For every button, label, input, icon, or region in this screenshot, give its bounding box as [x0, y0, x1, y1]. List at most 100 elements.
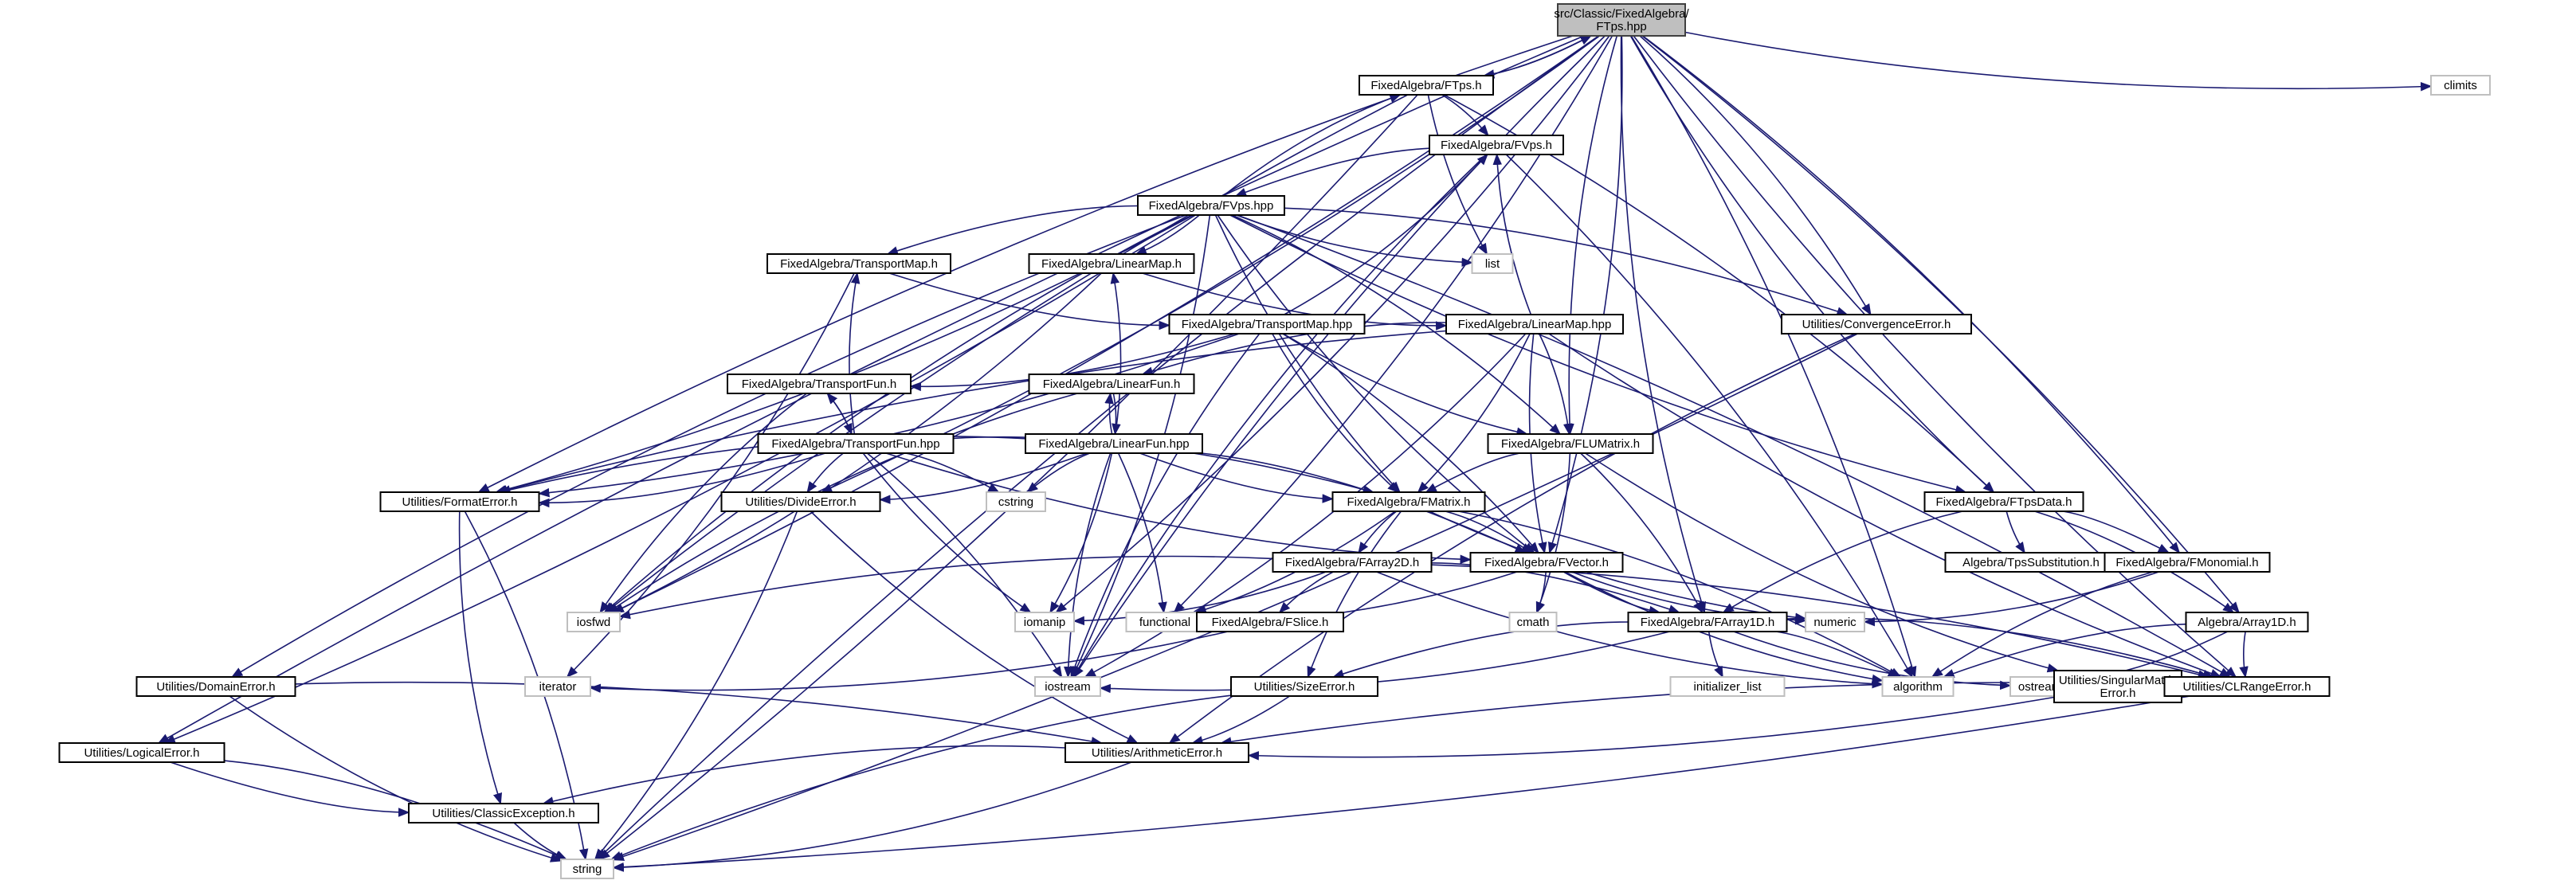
- edge-arith-to-classic: [542, 745, 1066, 806]
- edge-ftpsdata-to-farr1d: [1722, 511, 1963, 613]
- node-label: FixedAlgebra/TransportFun.hpp: [771, 437, 939, 451]
- edge-flu-to-cmath: [1535, 452, 1571, 614]
- node-lmap_h[interactable]: FixedAlgebra/LinearMap.h: [1028, 253, 1195, 274]
- edge-fmatrix-to-numeric: [1429, 511, 1807, 622]
- edge-root-to-fmono: [1642, 35, 2181, 554]
- edge-tfun_hpp-to-div: [806, 452, 844, 494]
- node-fvps_hpp[interactable]: FixedAlgebra/FVps.hpp: [1137, 195, 1285, 216]
- edge-ftps_h-to-root: [1484, 35, 1592, 76]
- node-label: Utilities/DomainError.h: [156, 680, 275, 694]
- node-label: cstring: [998, 495, 1033, 509]
- node-box: [1669, 676, 1786, 697]
- node-box: [1429, 135, 1564, 155]
- node-fmono[interactable]: FixedAlgebra/FMonomial.h: [2104, 552, 2271, 573]
- edge-root-to-functional: [1173, 35, 1613, 614]
- node-numeric[interactable]: numeric: [1805, 612, 1865, 632]
- node-iomanip[interactable]: iomanip: [1014, 612, 1075, 632]
- edge-arr1d-to-algorithm: [1943, 623, 2186, 678]
- node-box: [1557, 3, 1686, 37]
- node-box: [986, 491, 1046, 512]
- node-fmt[interactable]: Utilities/FormatError.h: [379, 491, 540, 512]
- node-string[interactable]: string: [560, 859, 614, 879]
- node-clrange[interactable]: Utilities/CLRangeError.h: [2163, 676, 2331, 697]
- node-functional[interactable]: functional: [1125, 612, 1205, 632]
- node-domain[interactable]: Utilities/DomainError.h: [135, 676, 296, 697]
- node-box: [1627, 612, 1788, 632]
- edge-root-to-algorithm: [1630, 35, 1917, 679]
- node-algorithm[interactable]: algorithm: [1881, 676, 1955, 697]
- node-box: [2104, 552, 2271, 573]
- node-fvector[interactable]: FixedAlgebra/FVector.h: [1469, 552, 1624, 573]
- node-label: list: [1485, 257, 1500, 271]
- node-iterator[interactable]: iterator: [524, 676, 591, 697]
- node-box: [1471, 253, 1514, 274]
- edge-fvps_hpp-to-list: [1236, 214, 1473, 267]
- edge-lfun_hpp-to-iomanip: [1049, 452, 1113, 614]
- node-ftps_h[interactable]: FixedAlgebra/FTps.h: [1359, 75, 1494, 96]
- node-cstring[interactable]: cstring: [986, 491, 1046, 512]
- node-fslice[interactable]: FixedAlgebra/FSlice.h: [1196, 612, 1344, 632]
- node-lmap_hpp[interactable]: FixedAlgebra/LinearMap.hpp: [1445, 314, 1624, 334]
- node-label: FixedAlgebra/LinearFun.hpp: [1038, 437, 1189, 451]
- edge-root-to-climits: [1684, 31, 2433, 92]
- edge-fmatrix-to-fvector: [1445, 511, 1533, 554]
- edge-logical-to-classic: [170, 761, 410, 817]
- node-label: FixedAlgebra/FArray2D.h: [1285, 556, 1419, 569]
- node-conv[interactable]: Utilities/ConvergenceError.h: [1781, 314, 1972, 334]
- edge-root-to-conv: [1639, 35, 1872, 316]
- edge-fvector-to-farr1d: [1562, 571, 1661, 616]
- node-box: [1168, 314, 1366, 334]
- node-label: FixedAlgebra/TransportFun.h: [742, 377, 897, 391]
- edge-tmap_hpp-to-iostream: [1070, 333, 1261, 679]
- node-farr1d[interactable]: FixedAlgebra/FArray1D.h: [1627, 612, 1788, 632]
- node-farr2d[interactable]: FixedAlgebra/FArray2D.h: [1272, 552, 1433, 573]
- node-cmath[interactable]: cmath: [1508, 612, 1558, 632]
- edge-fvps_hpp-to-lmap_h: [1135, 214, 1200, 255]
- node-logical[interactable]: Utilities/LogicalError.h: [58, 742, 225, 763]
- node-box: [560, 859, 614, 879]
- node-tfun_hpp[interactable]: FixedAlgebra/TransportFun.hpp: [757, 433, 955, 454]
- node-fvps_h[interactable]: FixedAlgebra/FVps.h: [1429, 135, 1564, 155]
- node-label: Utilities/SingularMatrix: [2059, 674, 2178, 687]
- edge-flu-to-singular: [1585, 452, 2060, 673]
- node-box: [720, 491, 881, 512]
- node-label: FixedAlgebra/FMonomial.h: [2115, 556, 2258, 569]
- node-tmap_h[interactable]: FixedAlgebra/TransportMap.h: [767, 253, 951, 274]
- node-initlist[interactable]: initializer_list: [1669, 676, 1786, 697]
- node-classic[interactable]: Utilities/ClassicException.h: [408, 803, 599, 823]
- node-fmatrix[interactable]: FixedAlgebra/FMatrix.h: [1331, 491, 1486, 512]
- node-label: FixedAlgebra/FArray1D.h: [1641, 616, 1774, 629]
- node-arr1d[interactable]: Algebra/Array1D.h: [2185, 612, 2309, 632]
- node-label: FixedAlgebra/FLUMatrix.h: [1501, 437, 1640, 451]
- node-flu[interactable]: FixedAlgebra/FLUMatrix.h: [1487, 433, 1654, 454]
- node-size[interactable]: Utilities/SizeError.h: [1230, 676, 1378, 697]
- node-label: Utilities/ArithmeticError.h: [1092, 746, 1222, 760]
- node-label: Utilities/DivideError.h: [745, 495, 856, 509]
- edge-root-to-iostream: [1073, 35, 1606, 679]
- node-lfun_hpp[interactable]: FixedAlgebra/LinearFun.hpp: [1025, 433, 1203, 454]
- node-iostream[interactable]: iostream: [1034, 676, 1101, 697]
- node-box: [524, 676, 591, 697]
- node-box: [1944, 552, 2118, 573]
- node-ftpsdata[interactable]: FixedAlgebra/FTpsData.h: [1923, 491, 2084, 512]
- node-arith[interactable]: Utilities/ArithmeticError.h: [1065, 742, 1249, 763]
- node-tpssub[interactable]: Algebra/TpsSubstitution.h: [1944, 552, 2118, 573]
- node-div[interactable]: Utilities/DivideError.h: [720, 491, 881, 512]
- edge-tfun_hpp-to-iomanip: [862, 452, 1032, 613]
- node-tmap_hpp[interactable]: FixedAlgebra/TransportMap.hpp: [1168, 314, 1366, 334]
- node-box: [1196, 612, 1344, 632]
- node-lfun_h[interactable]: FixedAlgebra/LinearFun.h: [1028, 374, 1195, 394]
- edge-fmt-to-classic: [458, 511, 502, 805]
- edge-flu-to-farr1d: [1580, 452, 1704, 614]
- node-list[interactable]: list: [1471, 253, 1514, 274]
- node-iosfwd[interactable]: iosfwd: [567, 612, 621, 632]
- edge-farr2d-to-algorithm: [1376, 571, 1884, 689]
- node-climits[interactable]: climits: [2430, 75, 2491, 96]
- node-box: [379, 491, 540, 512]
- node-root[interactable]: src/Classic/FixedAlgebra/FTps.hpp: [1554, 3, 1689, 37]
- edge-farr2d-to-iomanip: [1072, 571, 1327, 626]
- node-tfun_h[interactable]: FixedAlgebra/TransportFun.h: [727, 374, 912, 394]
- edge-fvps_h-to-iostream: [1072, 154, 1488, 679]
